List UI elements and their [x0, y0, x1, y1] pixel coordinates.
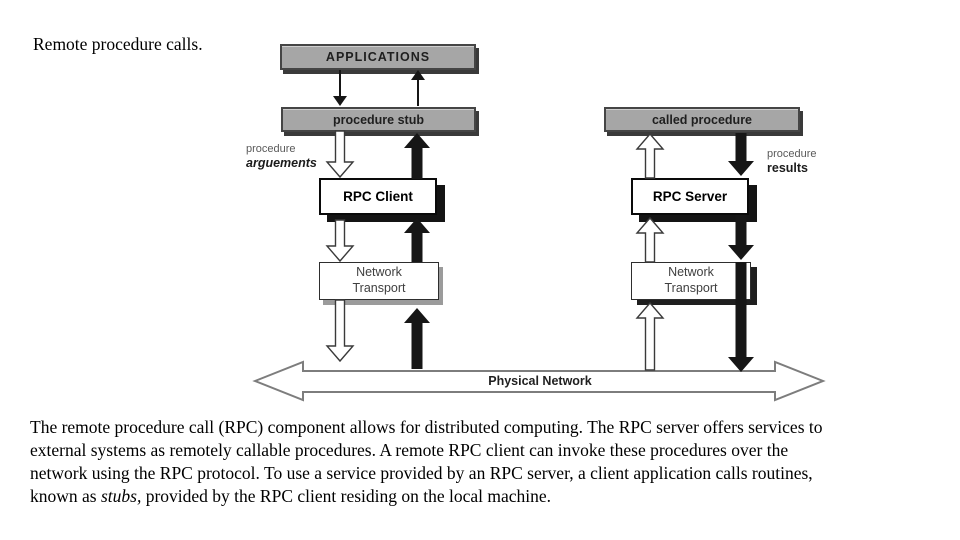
thin-up-arrowhead-icon [411, 70, 425, 80]
paragraph-line: network using the RPC protocol. To use a… [30, 463, 813, 483]
stubs-italic-word: stubs, [100, 486, 142, 506]
network-transport-line2: Transport [352, 281, 406, 295]
hollow-down-arrow-icon [325, 219, 355, 263]
procedure-arguments-line1: procedure [246, 143, 296, 155]
black-up-arrow-icon [404, 133, 430, 179]
called-procedure-box: called procedure [604, 107, 800, 132]
description-paragraph: The remote procedure call (RPC) componen… [30, 416, 945, 508]
hollow-up-arrow-icon [635, 216, 665, 263]
procedure-arguments-label: procedure arguements [246, 143, 317, 170]
hollow-up-arrow-icon [635, 132, 665, 179]
rpc-server-box: RPC Server [631, 178, 749, 215]
black-down-arrow-icon [728, 215, 754, 260]
network-transport-line1: Network [356, 265, 402, 280]
paragraph-line: The remote procedure call (RPC) componen… [30, 417, 823, 437]
procedure-results-label: procedure results [767, 148, 817, 175]
procedure-arguments-line2: arguements [246, 155, 317, 170]
procedure-results-line1: procedure [767, 148, 817, 160]
slide-title: Remote procedure calls. [33, 34, 203, 54]
physical-network-label: Physical Network [488, 374, 592, 388]
procedure-results-line2: results [767, 160, 808, 175]
applications-box: APPLICATIONS [280, 44, 476, 70]
paragraph-line: external systems as remotely callable pr… [30, 440, 789, 460]
network-transport-line2: Transport [664, 281, 718, 295]
rpc-client-box: RPC Client [319, 178, 437, 215]
thin-down-arrowhead-icon [333, 96, 347, 106]
network-transport-right-box: Network Transport [631, 262, 751, 300]
network-transport-line1: Network [668, 265, 714, 280]
black-down-arrow-icon [728, 133, 754, 176]
procedure-stub-box: procedure stub [281, 107, 476, 132]
network-transport-left-box: Network Transport [319, 262, 439, 300]
black-up-arrow-icon [404, 308, 430, 369]
black-up-arrow-icon [404, 218, 430, 262]
paragraph-line: known as stubs, provided by the RPC clie… [30, 486, 552, 506]
hollow-down-arrow-icon [325, 299, 355, 363]
hollow-down-arrow-icon [325, 130, 355, 179]
hollow-up-arrow-icon [635, 301, 665, 371]
